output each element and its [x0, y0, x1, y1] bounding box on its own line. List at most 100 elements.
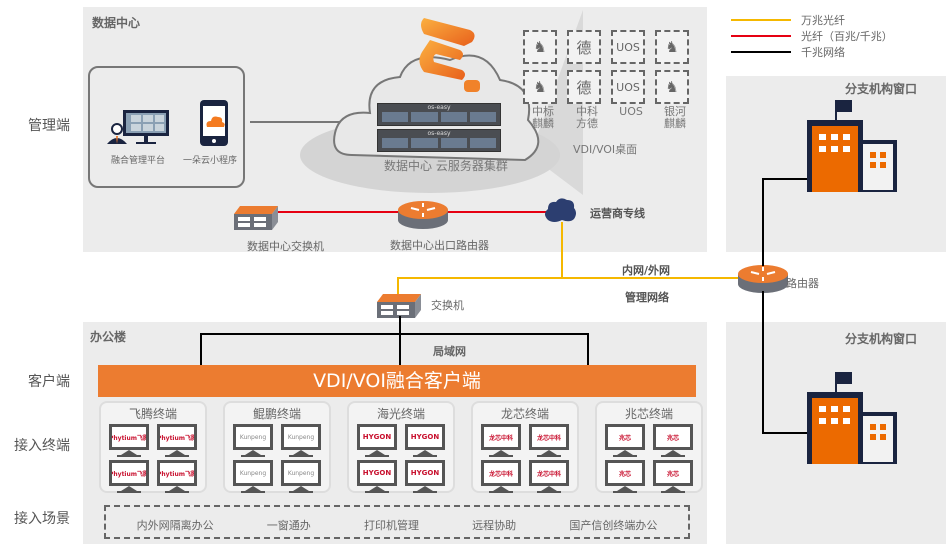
monitor-brand: Kunpeng [236, 463, 270, 483]
carrier-label: 运营商专线 [590, 207, 645, 220]
monitor-brand: 兆芯 [608, 427, 642, 447]
mini-program-label: 一朵云小程序 [183, 156, 238, 166]
os-easy-logo-icon [419, 18, 480, 92]
terminal-zhaoxin: 兆芯终端 兆芯 兆芯 兆芯 兆芯 [595, 401, 703, 493]
legend-label: 光纤（百兆/千兆） [801, 30, 893, 43]
dc-switch-icon [234, 206, 278, 230]
os-tile-yinhe-2: ♞ [655, 70, 689, 104]
monitor-brand: Phytium飞腾 [160, 427, 194, 447]
os-tile-zhongbiao-2: ♞ [523, 70, 557, 104]
monitor-brand: 兆芯 [656, 463, 690, 483]
gigabit-line-branch1-h [762, 178, 810, 180]
scene-item: 国产信创终端办公 [569, 519, 658, 532]
monitor-brand: 兆芯 [608, 463, 642, 483]
dc-router-icon [398, 201, 448, 229]
scene-list: 内外网隔离办公 一窗通办 打印机管理 远程协助 国产信创终端办公 [104, 517, 690, 533]
fiber-10g-horizontal [397, 277, 741, 279]
cluster-label: 数据中心 云服务器集群 [384, 159, 508, 173]
terminal-title: 鲲鹏终端 [252, 407, 301, 421]
monitor-brand: HYGON [360, 427, 394, 447]
legend-swatch-red [731, 35, 791, 37]
branch-router-label: 路由器 [786, 277, 819, 290]
office-switch-label: 交换机 [431, 299, 464, 312]
monitor-brand: Phytium飞腾 [112, 427, 146, 447]
lan-line-horizontal [200, 333, 589, 335]
fiber-10g-switch-drop [397, 277, 399, 295]
os-label-grid: 中标麒麟 中科方德 UOS 银河麒麟 [523, 106, 695, 130]
vdi-voi-client-bar: VDI/VOI融合客户端 [98, 365, 696, 397]
carrier-cloud-icon [545, 198, 576, 222]
legend-item: 光纤（百兆/千兆） [731, 28, 893, 44]
branch-title-1: 分支机构窗口 [845, 82, 918, 96]
dc-switch-label: 数据中心交换机 [247, 240, 324, 253]
branch-building-icon-1 [807, 100, 897, 192]
monitor-brand: 龙芯中科 [484, 463, 518, 483]
terminal-loongson: 龙芯终端 龙芯中科 龙芯中科 龙芯中科 龙芯中科 [471, 401, 579, 493]
os-tile-grid: ♞ 德 UOS ♞ ♞ 德 UOS ♞ [523, 30, 695, 104]
legend: 万兆光纤 光纤（百兆/千兆） 千兆网络 [731, 12, 893, 60]
terminal-title: 飞腾终端 [128, 407, 177, 421]
monitor-brand: Phytium飞腾 [160, 463, 194, 483]
os-tile-yinhe: ♞ [655, 30, 689, 64]
monitor-brand: 龙芯中科 [484, 427, 518, 447]
side-label-management: 管理端 [28, 118, 70, 134]
legend-item: 万兆光纤 [731, 12, 893, 28]
branch-building-icon-2 [807, 372, 897, 464]
monitor-brand: HYGON [408, 427, 442, 447]
server-1: os-easy [377, 103, 501, 126]
fiber-10g-vertical [561, 222, 563, 278]
os-label: 中标 [532, 105, 554, 118]
legend-label: 万兆光纤 [801, 14, 845, 27]
legend-item: 千兆网络 [731, 44, 893, 60]
terminal-hygon: 海光终端 HYGON HYGON HYGON HYGON [347, 401, 455, 493]
legend-label: 千兆网络 [801, 46, 845, 59]
side-label-client: 客户端 [28, 374, 70, 390]
monitor-brand: 龙芯中科 [532, 427, 566, 447]
monitor-brand: HYGON [408, 463, 442, 483]
lan-line-trunk [399, 316, 401, 366]
gigabit-line-branch2 [762, 291, 764, 433]
os-label: 银河 [664, 105, 686, 118]
os-tile-zhongbiao: ♞ [523, 30, 557, 64]
legend-swatch-black [731, 51, 791, 53]
lan-line-left [200, 333, 202, 366]
management-platform-label: 融合管理平台 [111, 156, 166, 166]
dc-router-label: 数据中心出口路由器 [390, 239, 489, 252]
datacenter-title: 数据中心 [92, 16, 141, 30]
terminal-title: 龙芯终端 [500, 407, 549, 421]
gigabit-line-branch1 [762, 178, 764, 266]
os-tile-uos-2: UOS [611, 70, 645, 104]
legend-swatch-yellow [731, 19, 791, 21]
mgmt-net-label: 管理网络 [625, 291, 669, 304]
terminal-title: 兆芯终端 [624, 407, 673, 421]
desktop-label: VDI/VOI桌面 [573, 143, 638, 156]
side-label-scene: 接入场景 [14, 511, 70, 527]
monitor-brand: Kunpeng [284, 427, 318, 447]
os-label: UOS [619, 105, 643, 118]
scene-item: 打印机管理 [363, 519, 419, 532]
monitor-brand: 兆芯 [656, 427, 690, 447]
terminal-phytium: 飞腾终端 Phytium飞腾 Phytium飞腾 Phytium飞腾 Phyti… [99, 401, 207, 493]
mgmt-cloud-connector [250, 121, 350, 123]
branch-router-icon [738, 265, 788, 293]
os-tile-zhongke: 德 [567, 30, 601, 64]
os-label: 麒麟 [532, 117, 554, 130]
monitor-brand: 龙芯中科 [532, 463, 566, 483]
mini-program-phone-icon [200, 100, 228, 146]
monitor-brand: Kunpeng [284, 463, 318, 483]
terminal-title: 海光终端 [376, 407, 425, 421]
side-label-terminal: 接入终端 [14, 438, 70, 454]
terminal-kunpeng: 鲲鹏终端 Kunpeng Kunpeng Kunpeng Kunpeng [223, 401, 331, 493]
lan-line-right [587, 333, 589, 366]
monitor-brand: HYGON [360, 463, 394, 483]
office-title: 办公楼 [90, 330, 127, 344]
os-tile-uos: UOS [611, 30, 645, 64]
management-platform-icon [107, 110, 169, 144]
lan-label: 局域网 [433, 345, 466, 358]
os-label: 方德 [576, 117, 598, 130]
os-tile-zhongke-2: 德 [567, 70, 601, 104]
scene-item: 内外网隔离办公 [136, 519, 214, 532]
scene-item: 一窗通办 [266, 519, 311, 532]
scene-box [104, 505, 690, 539]
scene-item: 远程协助 [472, 519, 517, 532]
